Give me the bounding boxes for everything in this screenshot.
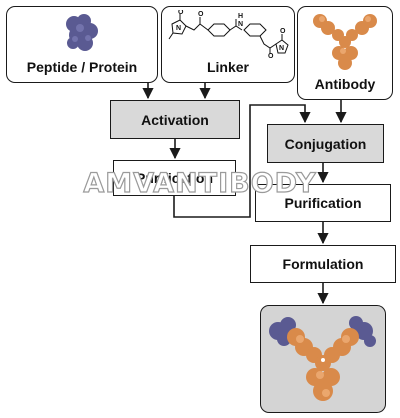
peptide-protein-label: Peptide / Protein xyxy=(26,59,138,75)
linker-atom-o2: O xyxy=(198,11,204,18)
formulation-label: Formulation xyxy=(282,256,364,272)
route-purification-to-conjugation xyxy=(173,104,311,218)
activation-step: Activation xyxy=(110,100,240,139)
activation-label: Activation xyxy=(141,111,209,128)
linker-atom-n1: N xyxy=(176,25,181,32)
adc-product-box xyxy=(260,305,386,413)
protein-icon xyxy=(7,11,157,55)
linker-structure-icon: N O O H N O N O xyxy=(162,10,294,58)
conjugation-step: Conjugation xyxy=(267,124,384,163)
linker-source-box: N O O H N O N O Linker xyxy=(161,6,295,83)
linker-atom-o1: O xyxy=(178,10,184,16)
peptide-protein-source-box: Peptide / Protein xyxy=(6,6,158,83)
watermark-text: AMVANTIBODY xyxy=(83,167,317,199)
linker-atom-n3: N xyxy=(279,45,284,52)
linker-atom-o4: O xyxy=(280,28,286,35)
adc-product-icon xyxy=(269,316,376,401)
linker-label: Linker xyxy=(206,59,249,75)
purification-left-step: Purification xyxy=(113,160,236,196)
purification-left-label: Purification xyxy=(135,170,213,186)
antibody-icon xyxy=(298,9,392,73)
linker-atom-o3: O xyxy=(268,53,274,58)
linker-atom-h: H xyxy=(238,13,243,20)
conjugation-label: Conjugation xyxy=(284,135,367,152)
antibody-label: Antibody xyxy=(314,76,376,92)
purification-right-step: Purification xyxy=(255,184,391,222)
formulation-step: Formulation xyxy=(250,245,396,283)
linker-atom-n2: N xyxy=(238,21,243,28)
antibody-source-box: Antibody xyxy=(297,6,393,100)
purification-right-label: Purification xyxy=(284,195,362,211)
